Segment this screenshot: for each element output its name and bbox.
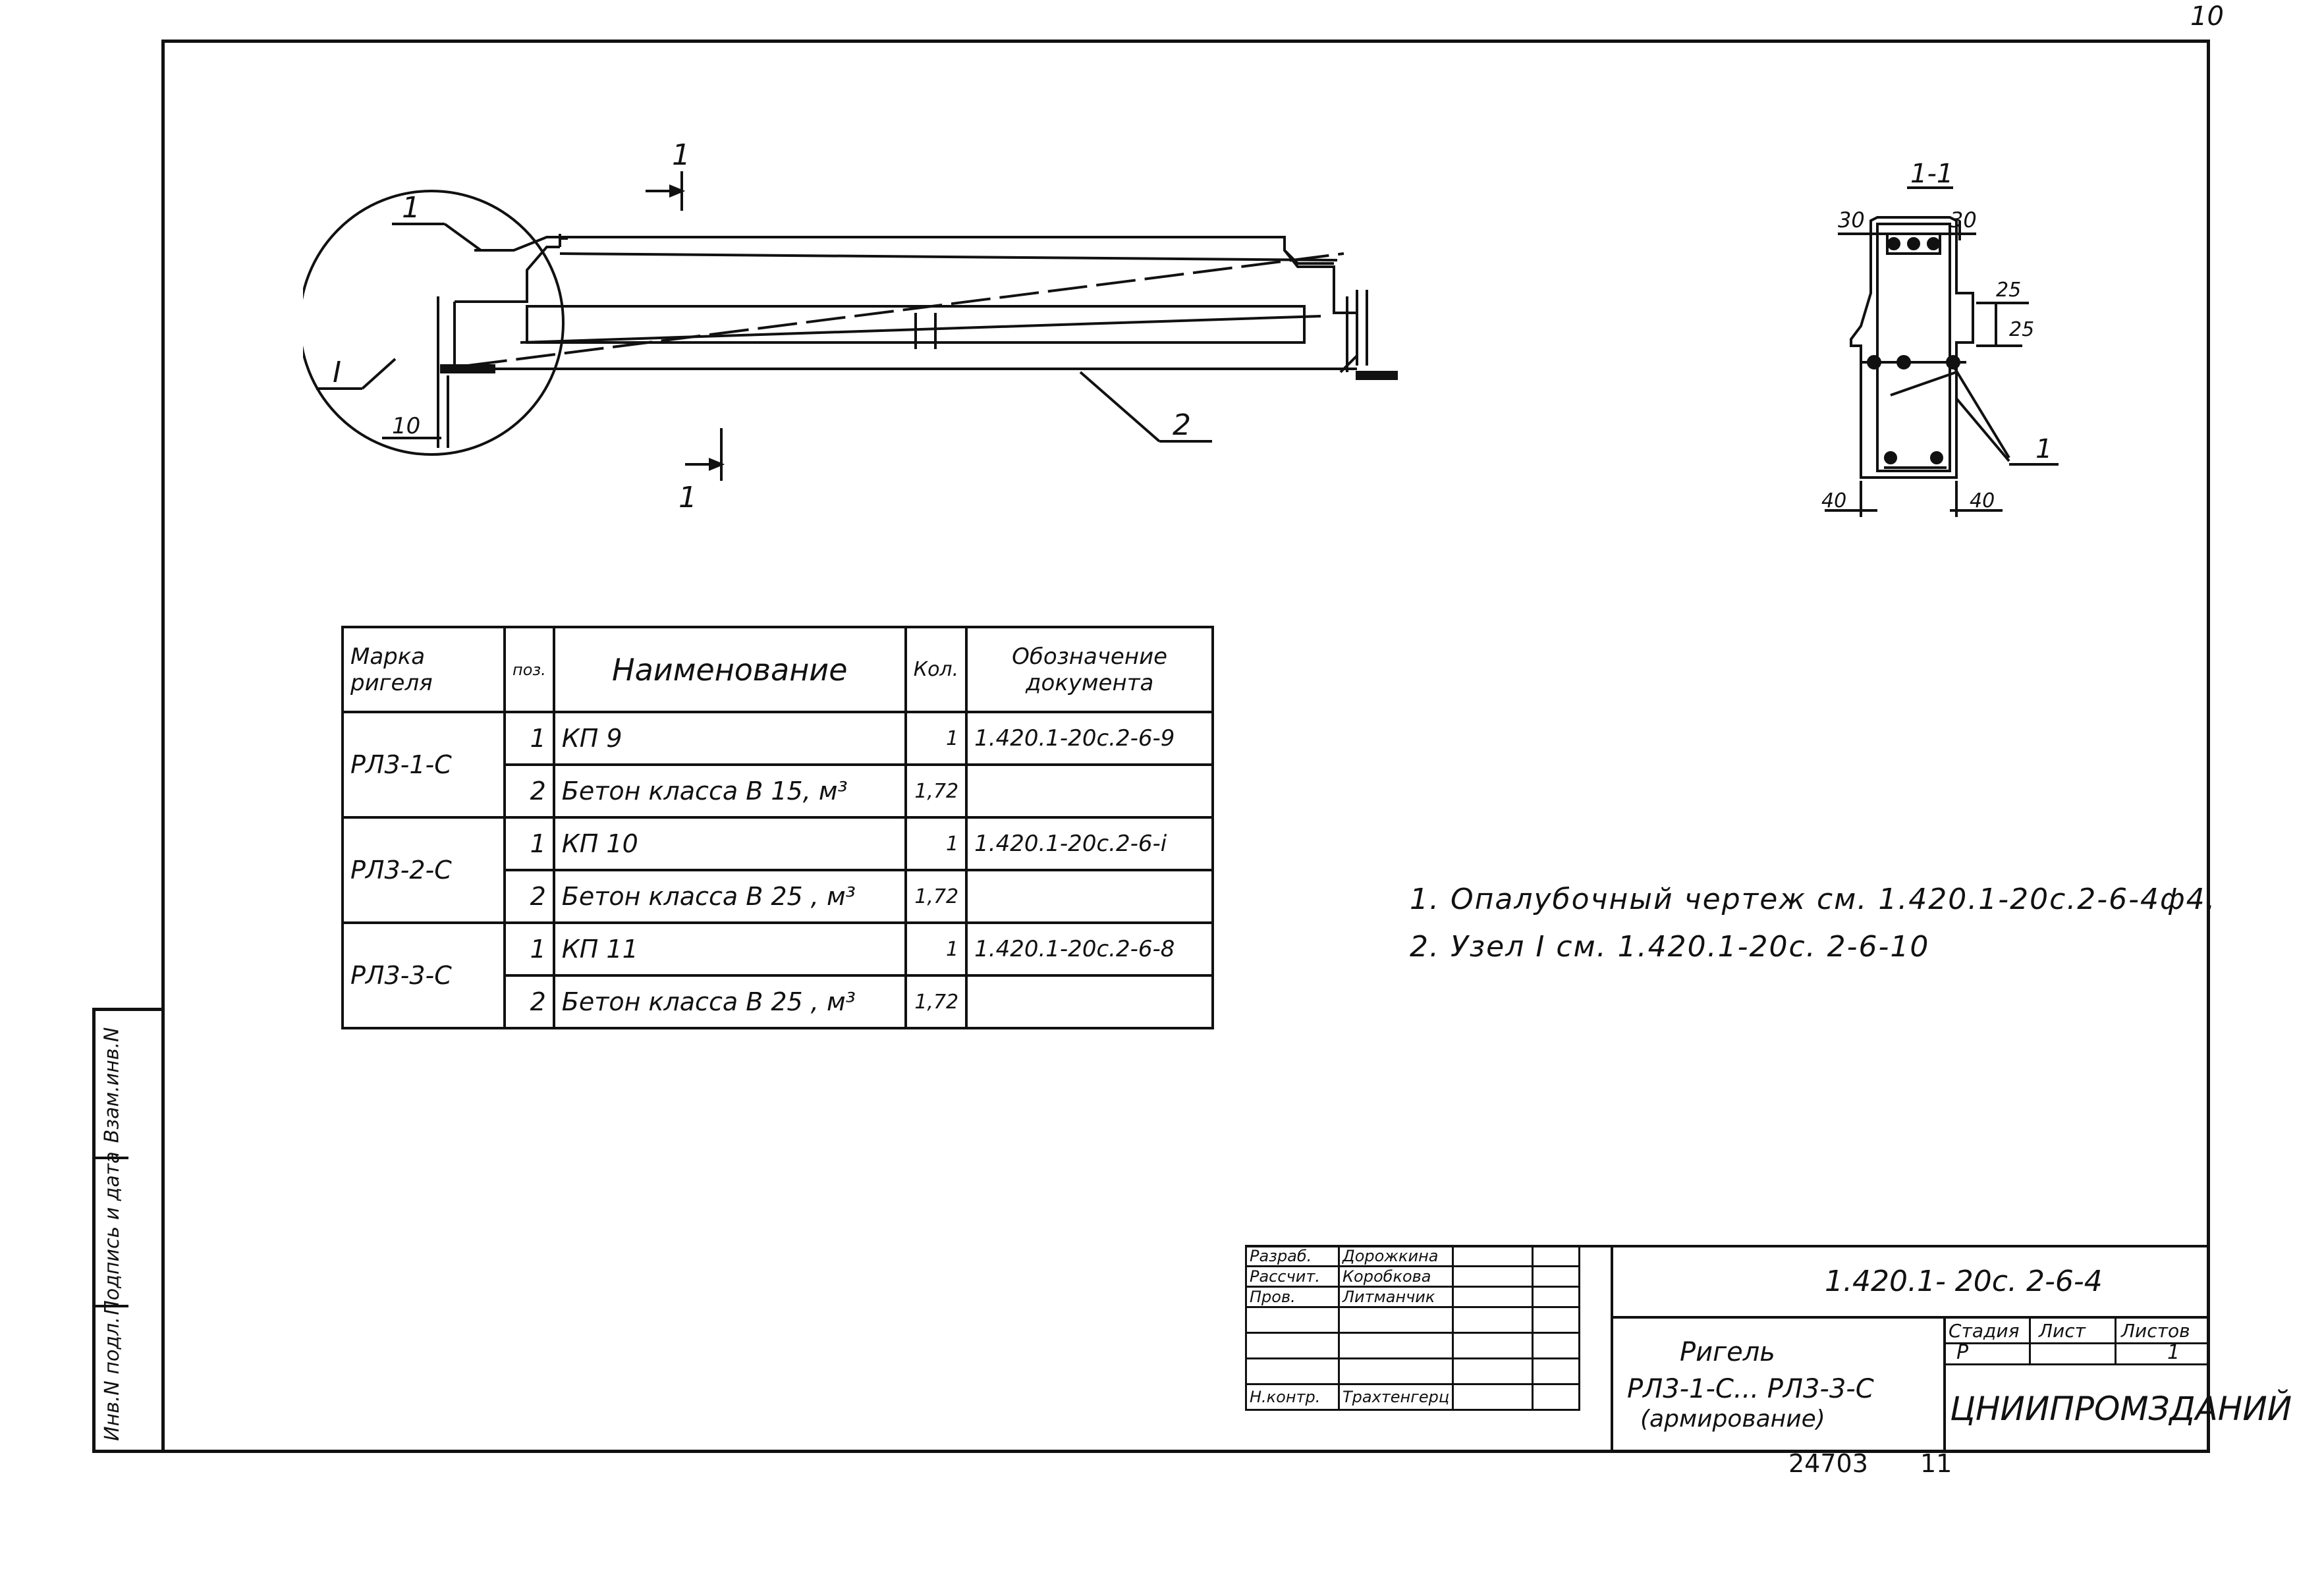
doc-cell: 1.420.1-20с.2-6-8 (965, 921, 1215, 977)
pos-cell: 2 (503, 763, 555, 819)
dim-side-1: 25 (1996, 279, 2021, 302)
table-row: 2 Бетон класса В 25 , м³ 1,72 (343, 974, 1215, 1029)
name-cell: Бетон класса В 25 , м³ (552, 974, 907, 1029)
dim-bottom-left: 40 (1821, 489, 1846, 512)
doc-cell (965, 869, 1215, 924)
doc-cell (965, 763, 1215, 819)
role-cell: Разраб. (1245, 1245, 1340, 1267)
node-label: I (333, 356, 341, 389)
callout-1: 1 (402, 191, 420, 225)
qty-cell: 1 (904, 711, 968, 766)
archive-sheet: 11 (1920, 1449, 1952, 1478)
title-block: Разраб.Дорожкина Рассчит.Коробкова Пров.… (1245, 1245, 2292, 1453)
side-label-replace-inv: Взам.инв.N (100, 1027, 124, 1143)
table-row: РЛ3-3-С 1 КП 11 1 1.420.1-20с.2-6-8 (341, 921, 1215, 1029)
dim-10: 10 (392, 413, 420, 439)
sheets-header: Листов (2121, 1320, 2190, 1342)
dim-side-2: 25 (2009, 318, 2034, 341)
header-mark: Марка ригеля (341, 626, 506, 713)
pos-cell: 2 (503, 974, 555, 1029)
name-cell: Трахтенгерц (1337, 1383, 1454, 1411)
qty-cell: 1 (904, 921, 968, 977)
name-cell: КП 9 (552, 711, 907, 766)
section-title: 1-1 (1910, 161, 1953, 189)
title-line-2: РЛ3-1-С... РЛ3-3-С (1627, 1374, 1874, 1404)
side-label-inv-original: Инв.N подл. (100, 1316, 124, 1441)
stage-header: Стадия (1949, 1320, 2020, 1342)
role-cell: Рассчит. (1245, 1265, 1340, 1288)
name-cell: Бетон класса В 15, м³ (552, 763, 907, 819)
name-cell: КП 11 (552, 921, 907, 977)
name-cell: Бетон класса В 25 , м³ (552, 869, 907, 924)
name-cell: Коробкова (1337, 1265, 1454, 1288)
beam-elevation-drawing: 1 1 1 2 I 10 (303, 138, 1398, 514)
name-cell (1337, 1357, 1454, 1385)
table-row: РЛ3-2-С 1 КП 10 1 1.420.1-20с.2-6-і (341, 816, 1215, 924)
name-cell: Литманчик (1337, 1286, 1454, 1308)
qty-cell: 1,72 (904, 763, 968, 819)
mark-cell: РЛ3-3-С (341, 921, 506, 1029)
stage-value: Р (1956, 1341, 1969, 1364)
header-name: Наименование (552, 626, 907, 713)
doc-cell: 1.420.1-20с.2-6-9 (965, 711, 1215, 766)
section-label-bottom: 1 (678, 481, 697, 514)
title-line-1: Ригель (1680, 1337, 1775, 1367)
sheet-header: Лист (2039, 1320, 2086, 1342)
doc-cell: 1.420.1-20с.2-6-і (965, 816, 1215, 871)
side-label-signature: Подпись и дата (100, 1151, 124, 1315)
callout-2: 2 (1173, 408, 1191, 442)
header-qty: Кол. (904, 626, 968, 713)
title-line-3: (армирование) (1640, 1406, 1825, 1433)
mark-cell: РЛ3-1-С (341, 711, 506, 819)
role-cell (1245, 1357, 1340, 1385)
pos-cell: 2 (503, 869, 555, 924)
name-cell: Дорожкина (1337, 1245, 1454, 1267)
role-cell (1245, 1306, 1340, 1334)
archive-number: 24703 (1788, 1449, 1868, 1478)
qty-cell: 1,72 (904, 974, 968, 1029)
table-row: 2 Бетон класса В 25 , м³ 1,72 (343, 869, 1215, 924)
role-cell: Пров. (1245, 1286, 1340, 1308)
dim-top-left: 30 (1838, 207, 1865, 233)
dim-bottom-right: 40 (1970, 489, 1995, 512)
spec-table: Марка ригеля поз. Наименование Кол. Обоз… (341, 626, 1215, 1029)
note-1: 1. Опалубочный чертеж см. 1.420.1-20с.2-… (1410, 883, 2217, 916)
detail-circle (303, 190, 565, 456)
note-2: 2. Узел I см. 1.420.1-20с. 2-6-10 (1410, 930, 1930, 964)
pos-cell: 1 (503, 921, 555, 977)
doc-cell (965, 974, 1215, 1029)
name-cell (1337, 1306, 1454, 1334)
section-label-top: 1 (672, 138, 690, 172)
qty-cell: 1 (904, 816, 968, 871)
spec-header-row: Марка ригеля поз. Наименование Кол. Обоз… (341, 626, 1215, 713)
table-row: 2 Бетон класса В 15, м³ 1,72 (343, 763, 1215, 819)
organization-name: ЦНИИПРОМЗДАНИЙ (1950, 1390, 2292, 1428)
mark-cell: РЛ3-2-С (341, 816, 506, 924)
sheets-value: 1 (2167, 1341, 2180, 1364)
name-cell (1337, 1332, 1454, 1359)
name-cell: КП 10 (552, 816, 907, 871)
role-cell (1245, 1332, 1340, 1359)
header-doc: Обозначение документа (965, 626, 1215, 713)
section-callout: 1 (2035, 434, 2052, 464)
pos-cell: 1 (503, 711, 555, 766)
cross-section-drawing: 1-1 30 30 25 25 40 40 1 (1821, 161, 2059, 517)
header-pos: поз. (503, 626, 555, 713)
pos-cell: 1 (503, 816, 555, 871)
table-row: РЛ3-1-С 1 КП 9 1 1.420.1-20с.2-6-9 (341, 711, 1215, 819)
title-block-signatures: Разраб.Дорожкина Рассчит.Коробкова Пров.… (1245, 1245, 1581, 1411)
drawing-frame (161, 40, 2210, 1453)
role-cell: Н.контр. (1245, 1383, 1340, 1411)
qty-cell: 1,72 (904, 869, 968, 924)
dim-top-right: 30 (1950, 207, 1977, 233)
page-number: 10 (2190, 1, 2224, 32)
doc-code: 1.420.1- 20с. 2-6-4 (1825, 1265, 2103, 1298)
side-strip: Взам.инв.N Подпись и дата Инв.N подл. (92, 1008, 165, 1453)
